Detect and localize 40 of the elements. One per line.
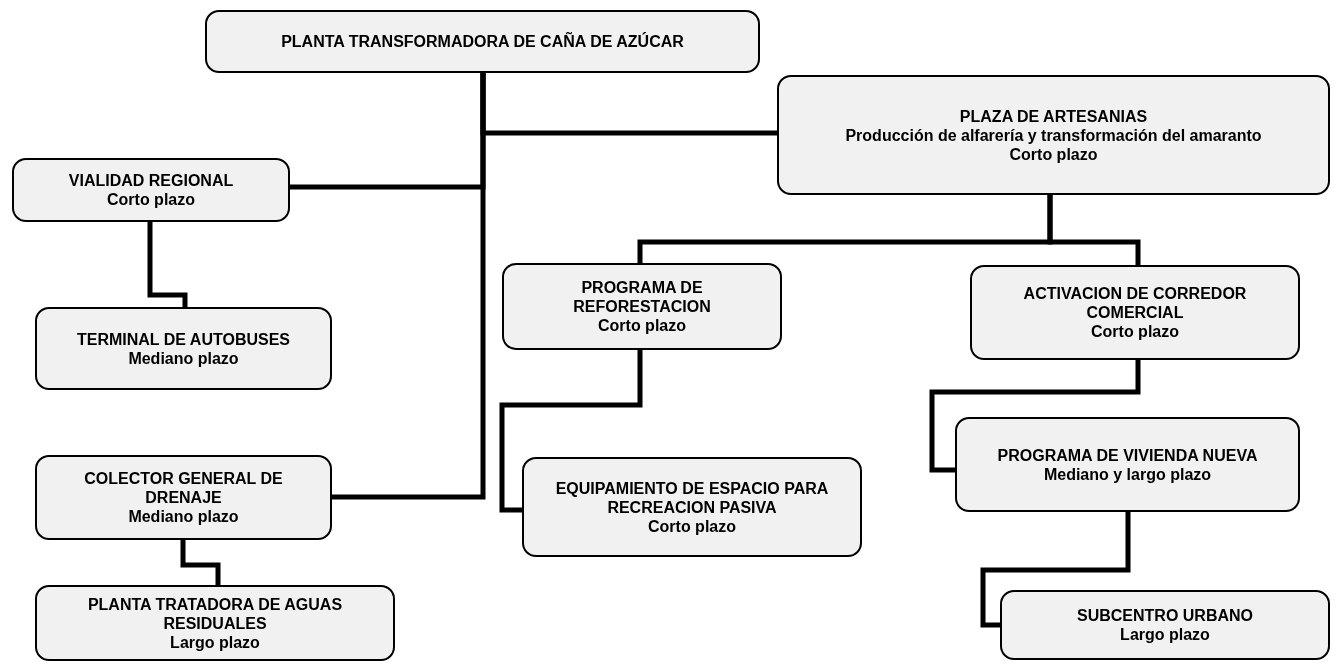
- connector-line: [499, 350, 643, 513]
- project-box: [777, 75, 1330, 195]
- project-title: VIALIDAD REGIONAL: [68, 171, 234, 190]
- project-box: [970, 265, 1300, 360]
- project-box: [522, 457, 862, 557]
- project-title: SUBCENTRO URBANO: [1077, 606, 1253, 625]
- project-title: ACTIVACION DE CORREDOR COMERCIAL: [1022, 284, 1248, 322]
- project-box: [35, 585, 395, 661]
- project-title: PLANTA TRANSFORMADORA DE CAÑA DE AZÚCAR: [281, 32, 684, 51]
- project-text: Mediano plazo: [128, 507, 239, 526]
- project-title: PROGRAMA DE REFORESTACION: [572, 278, 712, 316]
- project-text: Corto plazo: [107, 190, 195, 209]
- project-box: [955, 417, 1300, 512]
- project-title: PROGRAMA DE VIVIENDA NUEVA: [997, 445, 1258, 465]
- project-text: Corto plazo: [598, 316, 686, 335]
- project-text: Corto plazo: [648, 516, 736, 536]
- project-box: [1000, 590, 1330, 660]
- project-text: Corto plazo: [1009, 144, 1098, 164]
- project-box: [35, 307, 332, 390]
- project-title: PLAZA DE ARTESANIAS: [959, 106, 1148, 126]
- project-box: [12, 158, 290, 222]
- project-box: [35, 455, 332, 540]
- project-box: [205, 10, 760, 73]
- connector-line: [1047, 195, 1141, 265]
- connector-line: [332, 73, 486, 500]
- connector-line: [929, 360, 1141, 473]
- project-box: [502, 263, 782, 350]
- project-title: COLECTOR GENERAL DE DRENAJE: [83, 469, 284, 507]
- project-title: PLANTA TRATADORA DE AGUAS RESIDUALES: [86, 594, 344, 633]
- project-title: EQUIPAMIENTO DE ESPACIO PARA RECREACION PASIVA: [554, 478, 830, 517]
- connector-line: [180, 540, 221, 585]
- connector-line: [980, 512, 1131, 628]
- connector-line: [147, 222, 188, 307]
- project-text: Mediano plazo: [128, 348, 239, 368]
- project-text: Producción de alfarería y transformación del amaranto: [845, 125, 1262, 145]
- project-title: TERMINAL DE AUTOBUSES: [76, 329, 291, 349]
- project-text: Largo plazo: [170, 632, 260, 652]
- project-text: Corto plazo: [1091, 322, 1179, 341]
- project-text: Mediano y largo plazo: [1043, 464, 1212, 484]
- project-text: Largo plazo: [1120, 625, 1210, 644]
